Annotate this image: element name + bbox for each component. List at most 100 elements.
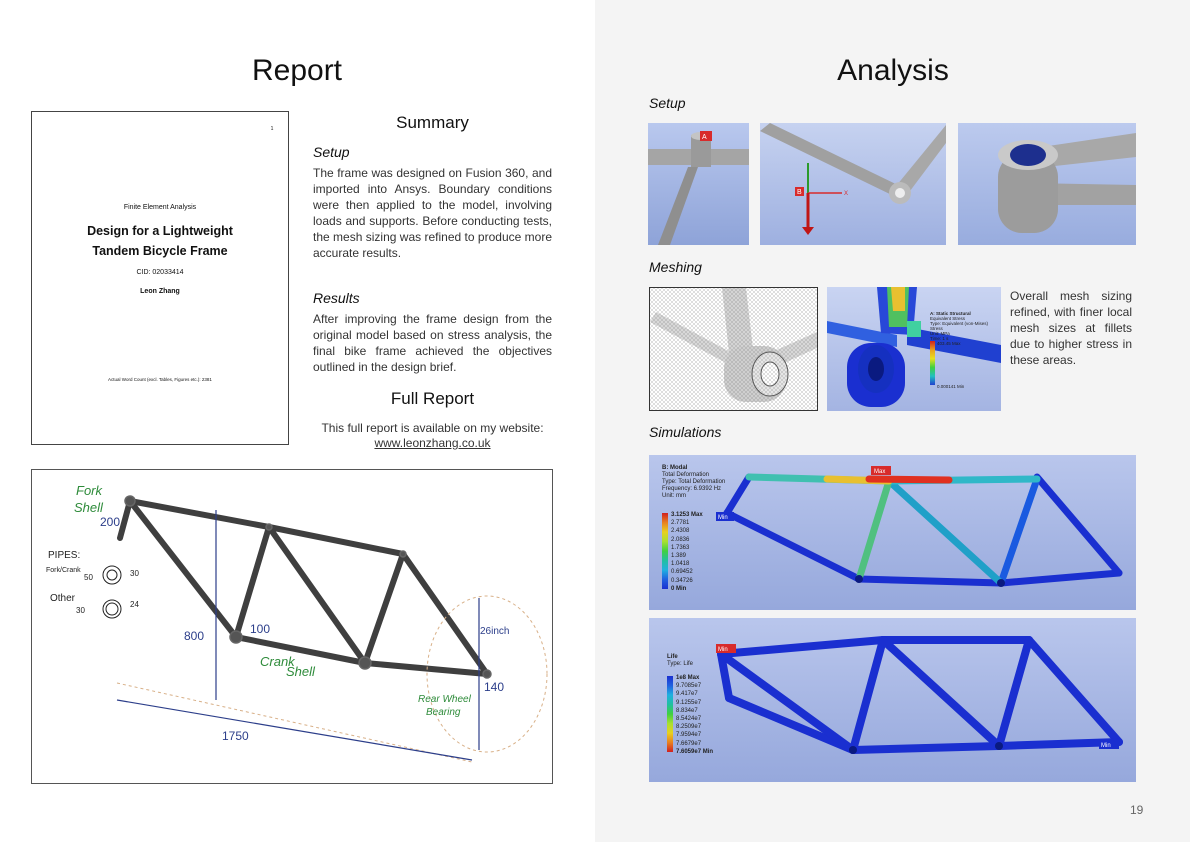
sim2-legend-value: 8.5424e7 <box>676 716 702 723</box>
setup-image-1-render: A <box>648 131 749 245</box>
website-link[interactable]: www.leonzhang.co.uk <box>374 436 491 450</box>
sim1-line3: Frequency: 6.9392 Hz <box>662 486 722 492</box>
meshing-image-1 <box>649 287 818 411</box>
sim1-legend-value: 1.0418 <box>671 561 690 568</box>
mesh-legend-line2: Type: Equivalent (von-Mises) Stress <box>930 321 989 331</box>
sim2-legend-value: 7.6679e7 <box>676 740 702 747</box>
mesh-legend-min: 0.000141 Min <box>937 384 965 389</box>
label-dim-1750: 1750 <box>222 729 249 743</box>
sim1-legend-value: 2.4308 <box>671 528 690 535</box>
report-cover-thumbnail[interactable]: 1 Finite Element Analysis Design for a L… <box>31 111 289 445</box>
sim1-legend-value: 0 Min <box>671 585 687 592</box>
cover-cid: CID: 02033414 <box>136 269 184 276</box>
label-crank-shell: Shell <box>286 664 316 679</box>
label-d24: 24 <box>130 600 139 609</box>
frame-sketch-drawing: Fork Shell Crank Shell Rear Wheel Bearin… <box>46 483 548 763</box>
label-dim-200: 200 <box>100 515 120 529</box>
sim1-legend-value: 0.69452 <box>671 569 693 576</box>
summary-setup-heading: Setup <box>313 144 350 160</box>
sim2-colorbar <box>667 676 673 752</box>
sim1-legend-value: 1.389 <box>671 553 687 560</box>
sim2-legend-value: 7.9594e7 <box>676 732 702 739</box>
sim2-legend-value: 9.417e7 <box>676 691 698 698</box>
mesh-legend-colorbar <box>930 341 935 385</box>
full-report-text: This full report is available on my webs… <box>321 421 544 435</box>
label-shell: Shell <box>74 500 104 515</box>
cover-author: Leon Zhang <box>140 288 180 295</box>
analysis-title: Analysis <box>837 54 949 87</box>
meshing-heading: Meshing <box>649 259 702 275</box>
label-d30b: 30 <box>76 606 85 615</box>
sim1-line4: Unit: mm <box>662 493 686 499</box>
sim2-line1: Type: Life <box>667 661 694 667</box>
label-dim-100: 100 <box>250 622 270 636</box>
sim1-legend-value: 1.7363 <box>671 544 690 551</box>
full-report-heading: Full Report <box>390 389 475 408</box>
sim1-legend-value: 3.1253 Max <box>671 512 703 518</box>
summary-results-heading: Results <box>313 290 360 306</box>
cover-page-mark: 1 <box>270 126 274 132</box>
life-frame-render: Min Min <box>716 636 1123 754</box>
sim2-min-tag-top: Min <box>718 647 728 653</box>
mesh-render <box>650 288 817 410</box>
sim2-legend-value: 7.6059e7 Min <box>676 748 714 755</box>
setup-heading: Setup <box>649 95 686 111</box>
setup-axis-x: X <box>844 191 848 197</box>
setup-marker-a: A <box>702 134 707 141</box>
mesh-legend-title: A: Static Structural <box>930 311 971 316</box>
summary-setup-text: The frame was designed on Fusion 360, an… <box>313 166 552 260</box>
label-bearing: Bearing <box>426 707 461 718</box>
setup-image-3-render <box>998 133 1136 233</box>
setup-image-2-render: B X <box>760 123 946 235</box>
label-d30a: 30 <box>130 569 139 578</box>
cover-word-count: Actual Word Count (excl. Tables, Figures… <box>108 377 212 382</box>
simulations-heading: Simulations <box>649 424 722 440</box>
sim1-legend-value: 2.0836 <box>671 536 690 543</box>
stress-render <box>827 287 1001 407</box>
label-fork: Fork <box>76 483 104 498</box>
mesh-legend-line3: Unit: MPa <box>930 331 950 336</box>
sim2-legend-value: 1e8 Max <box>676 675 700 681</box>
sim2-legend-values: 1e8 Max 9.7085e7 9.417e7 9.1255e7 8.834e… <box>676 674 713 756</box>
meshing-description: Overall mesh sizing refined, with finer … <box>1010 289 1132 367</box>
cover-title-line1: Design for a Lightweight <box>87 224 233 238</box>
page-number: 19 <box>1130 803 1144 817</box>
report-title: Report <box>251 54 343 87</box>
setup-image-3 <box>958 123 1136 245</box>
sim1-min-tag: Min <box>718 515 728 521</box>
label-pipes: PIPES: <box>48 550 80 561</box>
sim2-legend-value: 8.834e7 <box>676 707 698 714</box>
sim1-legend-value: 0.34726 <box>671 577 693 584</box>
cover-subtitle: Finite Element Analysis <box>123 204 197 211</box>
sim1-max-tag: Max <box>874 469 885 475</box>
modal-frame-render: Max Min <box>716 466 1123 587</box>
label-other: Other <box>50 593 76 604</box>
summary-heading: Summary <box>396 113 469 132</box>
sim1-legend-value: 2.7781 <box>671 520 690 527</box>
sim2-min-tag-bottom: Min <box>1101 743 1111 749</box>
mesh-legend-line4: Time: 1 s <box>930 336 949 341</box>
label-dim-140: 140 <box>484 680 504 694</box>
label-crank: Crank <box>260 654 296 669</box>
label-d50: 50 <box>84 573 93 582</box>
sim1-title: B: Modal <box>662 465 688 471</box>
setup-image-2: B X <box>760 123 946 245</box>
sim1-line1: Total Deformation <box>662 472 710 478</box>
sim1-line2: Type: Total Deformation <box>662 479 726 485</box>
simulation-life-image: Min Min Life Type: Life 1e8 Max 9.7085e7… <box>649 618 1136 782</box>
sim2-legend-value: 9.7085e7 <box>676 683 702 690</box>
label-dim-800: 800 <box>184 629 204 643</box>
sim2-title: Life <box>667 654 678 660</box>
sim2-legend-value: 9.1255e7 <box>676 699 702 706</box>
cover-title-line2: Tandem Bicycle Frame <box>92 244 228 258</box>
meshing-image-2: A: Static Structural Equivalent Stress T… <box>827 287 1001 411</box>
frame-sketch: Fork Shell Crank Shell Rear Wheel Bearin… <box>31 469 553 784</box>
mesh-legend-max: 403.45 Max <box>937 341 961 346</box>
label-rear-wheel: Rear Wheel <box>418 694 472 705</box>
setup-marker-b: B <box>797 189 802 196</box>
mesh-legend-line1: Equivalent Stress <box>930 316 966 321</box>
summary-results-text: After improving the frame design from th… <box>313 312 552 374</box>
sim1-legend-values: 3.1253 Max 2.7781 2.4308 2.0836 1.7363 1… <box>671 511 703 593</box>
label-fork-crank: Fork/Crank <box>46 567 81 574</box>
sim1-colorbar <box>662 513 668 589</box>
